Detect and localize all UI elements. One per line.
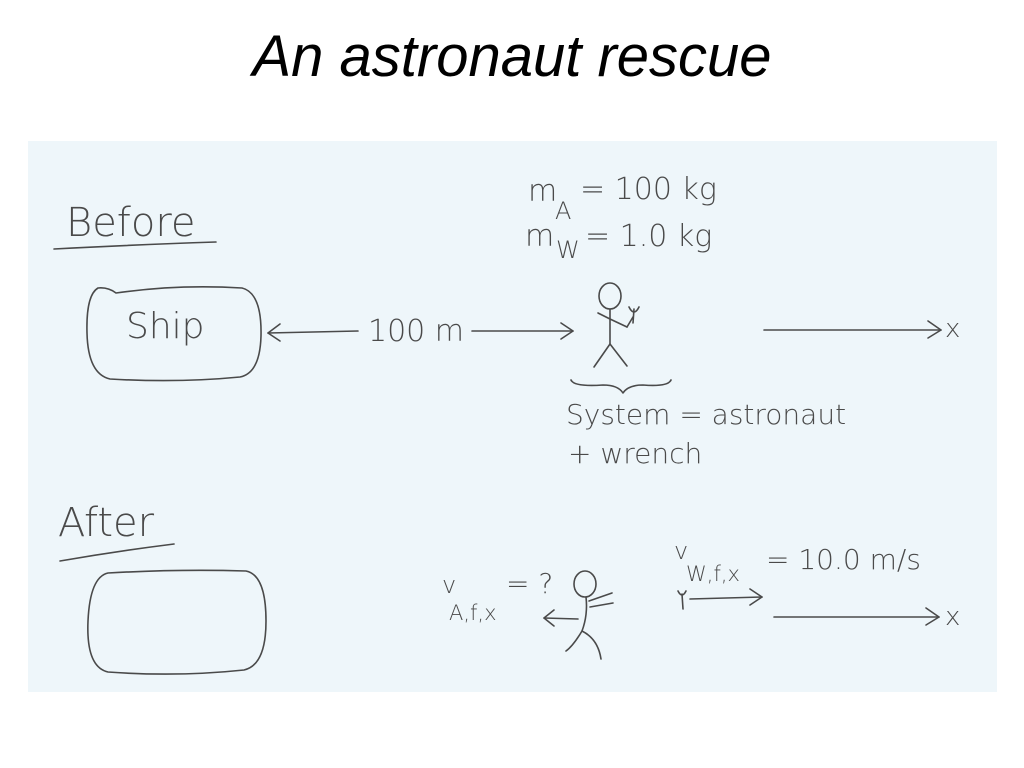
after-heading-underline <box>59 543 175 562</box>
system-line-1: System = astronaut <box>566 398 846 431</box>
astronaut-velocity-arrow-head <box>543 609 555 627</box>
system-line-2: + wrench <box>568 437 702 470</box>
before-x-axis-arrowhead <box>927 320 942 339</box>
mass-astronaut-subscript: A <box>555 197 571 225</box>
ship-box <box>86 285 262 382</box>
astronaut-arms <box>597 312 628 328</box>
after-x-axis-label: x <box>945 602 960 632</box>
astronaut-velocity-subscript: A,f,x <box>449 601 497 625</box>
wrench-velocity-value: = 10.0 m/s <box>766 543 921 576</box>
astronaut-forearm <box>626 316 634 328</box>
astronaut-legs <box>593 343 628 368</box>
wrench-figure <box>628 306 640 324</box>
distance-arrow-left-shaft <box>267 330 359 334</box>
astronaut-velocity-arrow-shaft <box>543 617 579 620</box>
rescue-diagram: Before Ship astronaut --> 100 m m A = 10… <box>28 141 997 692</box>
mass-wrench-subscript: W <box>556 236 580 264</box>
before-x-axis-label: x <box>945 314 960 344</box>
diagram-panel: Before Ship astronaut --> 100 m m A = 10… <box>28 141 997 692</box>
panel-background <box>28 141 997 692</box>
astronaut-after-head <box>573 570 597 598</box>
astronaut-velocity-value: = ? <box>506 567 553 600</box>
after-x-axis-arrowhead <box>925 607 940 626</box>
astronaut-figure-after <box>565 570 614 660</box>
wrench-velocity-subscript: W,f,x <box>686 562 740 586</box>
ship-box-after <box>87 569 267 675</box>
distance-arrow-right-head <box>560 322 574 340</box>
astronaut-velocity-symbol: v <box>442 571 456 599</box>
slide-title: An astronaut rescue <box>252 24 772 89</box>
mass-wrench-symbol: m <box>525 219 554 254</box>
mass-astronaut-symbol: m <box>528 174 557 209</box>
after-heading: After <box>58 500 155 546</box>
astronaut-figure <box>593 282 634 368</box>
astronaut-after-body <box>581 596 588 632</box>
wrench-velocity-symbol: v <box>674 537 688 565</box>
system-brace <box>570 379 672 394</box>
mass-wrench-value: = 1.0 kg <box>585 219 712 254</box>
before-heading: Before <box>66 200 196 246</box>
wrench-velocity-arrow-head <box>749 588 763 606</box>
ship-label: Ship <box>126 306 205 347</box>
mass-astronaut-value: = 100 kg <box>580 172 717 207</box>
astronaut-after-legs <box>565 630 602 660</box>
before-heading-underline <box>53 241 217 250</box>
thrown-wrench-icon <box>677 590 687 610</box>
wrench-icon <box>628 306 640 324</box>
distance-label: 100 m <box>368 314 464 349</box>
distance-arrow-left-head <box>267 323 281 342</box>
astronaut-after-arms <box>588 592 614 608</box>
wrench-velocity-arrow-shaft <box>689 596 763 600</box>
